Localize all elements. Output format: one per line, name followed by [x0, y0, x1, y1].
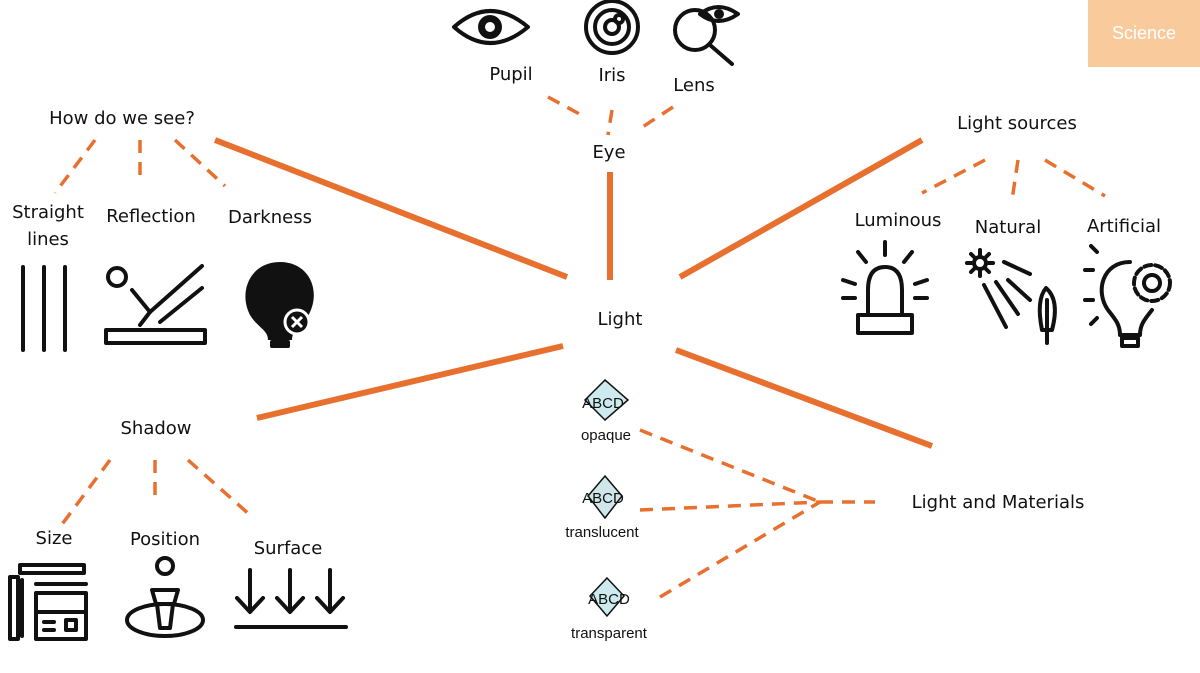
dash-size [58, 458, 112, 529]
translucent-label: translucent [565, 524, 639, 541]
dash-transparent [659, 500, 821, 599]
translucent-sample-text: ABCD [582, 490, 624, 507]
how-we-see-label: How do we see? [49, 108, 195, 129]
lens-label: Lens [673, 75, 715, 96]
transparent-sample-text: ABCD [588, 591, 630, 608]
light-sources-label: Light sources [957, 113, 1077, 134]
dash-lens [637, 105, 674, 132]
branch-light-sources [678, 137, 924, 280]
size-ruler-box-icon [8, 563, 88, 641]
eye-label: Eye [592, 142, 625, 163]
opaque-sample-text: ABCD [582, 395, 624, 412]
darkness-bulb-icon [245, 262, 314, 348]
reflection-icon [104, 264, 207, 345]
branch-how-we-see [213, 137, 569, 280]
shadow-label: Shadow [120, 418, 191, 439]
dash-translucent [639, 500, 821, 512]
dash-straight [53, 138, 97, 195]
surface-label: Surface [254, 538, 323, 559]
opaque-label: opaque [581, 427, 631, 444]
artificial-label: Artificial [1087, 216, 1161, 237]
dash-natural [1010, 159, 1020, 201]
main-branches [213, 137, 934, 449]
light-materials-label: Light and Materials [912, 492, 1085, 513]
straight-label: Straight [12, 202, 84, 223]
translucent-sample-icon: ABCD [582, 474, 624, 520]
sub-branches [53, 95, 1106, 599]
dash-iris [606, 109, 614, 136]
dash-darkness [173, 138, 227, 188]
reflection-label: Reflection [106, 206, 196, 227]
natural-sun-feather-icon [965, 248, 1057, 345]
lines-label: lines [27, 229, 69, 250]
branch-shadow [256, 343, 564, 421]
transparent-label: transparent [571, 625, 648, 642]
dash-pupil [547, 95, 586, 119]
artificial-bulb-gear-icon [1083, 244, 1172, 348]
darkness-label: Darkness [228, 207, 312, 228]
position-person-icon [125, 556, 205, 638]
natural-label: Natural [975, 217, 1041, 238]
dash-surface [186, 458, 252, 517]
branch-materials [674, 347, 934, 449]
pupil-label: Pupil [489, 64, 532, 85]
lens-magnifier-icon [673, 5, 740, 66]
iris-label: Iris [598, 65, 625, 86]
straight-lines-icon [21, 265, 67, 352]
transparent-sample-icon: ABCD [588, 576, 630, 618]
opaque-sample-icon: ABCD [582, 378, 630, 422]
size-label: Size [36, 528, 73, 549]
dash-opaque [639, 428, 821, 504]
surface-arrows-icon [234, 568, 348, 629]
luminous-label: Luminous [855, 210, 942, 231]
science-badge: Science [1088, 0, 1200, 67]
center-label: Light [598, 309, 643, 330]
position-label: Position [130, 529, 200, 550]
iris-icon [584, 0, 640, 55]
eye-icon [452, 9, 530, 45]
luminous-siren-icon [841, 240, 929, 335]
dash-luminous [921, 158, 986, 195]
dash-artificial [1044, 158, 1106, 198]
